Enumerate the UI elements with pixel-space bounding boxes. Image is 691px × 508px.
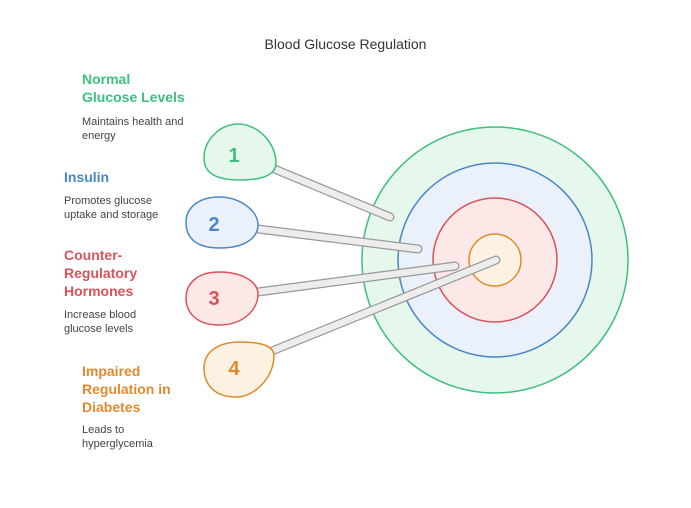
page-title: Blood Glucose Regulation (264, 36, 427, 52)
dart-shaft-3 (253, 261, 460, 297)
flight-number-1: 1 (228, 145, 239, 167)
label-insulin: Insulin (64, 168, 109, 186)
description-line: Leads to (82, 424, 125, 436)
description-line: energy (82, 130, 116, 142)
description-insulin: Promotes glucose uptake and storage (64, 194, 158, 222)
dart-flight-2: 2 (185, 196, 259, 249)
label-line: Normal (82, 71, 131, 87)
label-line: Hormones (64, 283, 134, 299)
label-normal-glucose-levels: Normal Glucose Levels (82, 70, 185, 106)
label-impaired-regulation-in-diabetes: Impaired Regulation in Diabetes (82, 362, 171, 416)
label-line: Glucose Levels (82, 89, 185, 105)
description-normal-glucose-levels: Maintains health and energy (82, 115, 184, 143)
label-line: Counter- (64, 247, 123, 263)
flight-number-3: 3 (208, 288, 219, 310)
dart-flight-3: 3 (185, 271, 259, 326)
label-line: Regulatory (64, 265, 138, 281)
description-counter-regulatory-hormones: Increase blood glucose levels (64, 308, 136, 336)
label-line: Impaired (82, 363, 141, 379)
description-line: hyperglycemia (82, 438, 153, 450)
description-line: Promotes glucose (64, 195, 153, 207)
dart-shaft-2 (253, 224, 423, 254)
dart-flight-1: 1 (203, 123, 277, 181)
label-counter-regulatory-hormones: Counter- Regulatory Hormones (64, 246, 137, 300)
dart-shaft-1 (267, 163, 395, 222)
label-line: Regulation in (82, 381, 171, 397)
description-line: Maintains health and (82, 116, 184, 128)
dart-shaft-4 (267, 255, 501, 356)
description-line: uptake and storage (64, 209, 159, 221)
description-line: Increase blood (64, 309, 137, 321)
label-line: Insulin (64, 169, 110, 185)
description-line: glucose levels (64, 323, 134, 335)
flight-number-4: 4 (228, 358, 240, 380)
label-line: Diabetes (82, 399, 141, 415)
dart-shafts (253, 163, 501, 356)
dart-flight-4: 4 (203, 341, 275, 398)
description-impaired-regulation-in-diabetes: Leads to hyperglycemia (82, 423, 153, 451)
flight-number-2: 2 (208, 214, 219, 236)
